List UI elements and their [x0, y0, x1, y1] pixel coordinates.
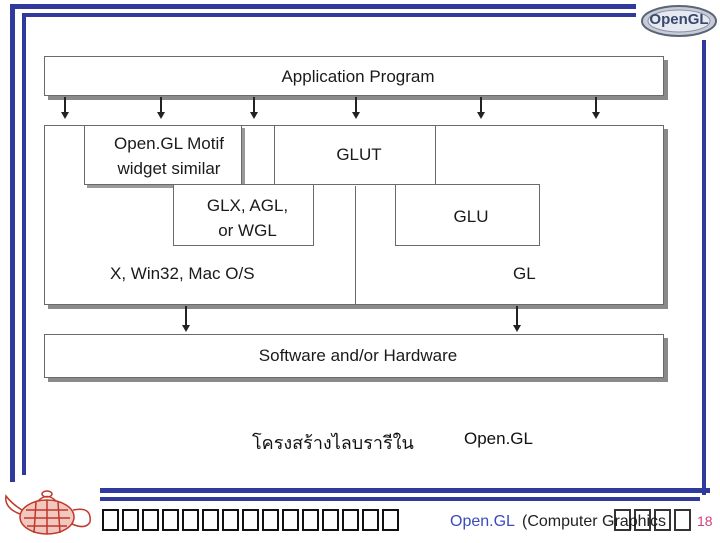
frame-left-bar — [10, 4, 15, 482]
glx-label-line1: GLX, AGL, — [206, 196, 289, 215]
frame-left-bar-inner — [22, 13, 26, 475]
glut-box: GLUT — [274, 125, 436, 185]
footer-page-number: 18 — [697, 513, 713, 529]
opengl-logo: OpenGL — [640, 4, 718, 38]
utah-teapot-icon — [0, 484, 98, 538]
glx-label-line2: or WGL — [218, 221, 277, 240]
caption-opengl: Open.GL — [464, 429, 533, 448]
gl-label: GL — [513, 264, 536, 283]
footer-unreadable-glyphs — [102, 509, 402, 531]
frame-bottom-bar — [100, 488, 710, 493]
frame-bottom-bar-inner — [100, 497, 700, 501]
caption-thai: โครงสร้างไลบรารีใน — [252, 433, 414, 453]
glx-agl-wgl-box: GLX, AGL, or WGL — [173, 184, 314, 246]
platform-gl-divider — [355, 186, 356, 305]
glut-label: GLUT — [336, 145, 382, 164]
frame-top-bar-inner — [24, 13, 636, 17]
application-program-box: Application Program — [44, 56, 664, 96]
logo-text: OpenGL — [649, 11, 709, 28]
platforms-label: X, Win32, Mac O/S — [110, 264, 255, 283]
frame-top-bar — [14, 4, 636, 9]
footer-opengl: Open.GL — [450, 513, 515, 530]
software-hardware-box: Software and/or Hardware — [44, 334, 664, 378]
footer-unreadable-glyphs-tail — [614, 509, 694, 531]
application-program-label: Application Program — [281, 67, 435, 86]
opengl-motif-label-line2: widget similar — [117, 159, 221, 178]
opengl-motif-label-line1: Open.GL Motif — [114, 134, 224, 153]
frame-right-bar — [702, 40, 706, 495]
software-hardware-label: Software and/or Hardware — [258, 346, 458, 365]
glu-box: GLU — [395, 184, 540, 246]
opengl-motif-box: Open.GL Motif widget similar — [84, 125, 242, 185]
glu-label: GLU — [453, 207, 489, 226]
opengl-logo-icon — [641, 5, 717, 37]
